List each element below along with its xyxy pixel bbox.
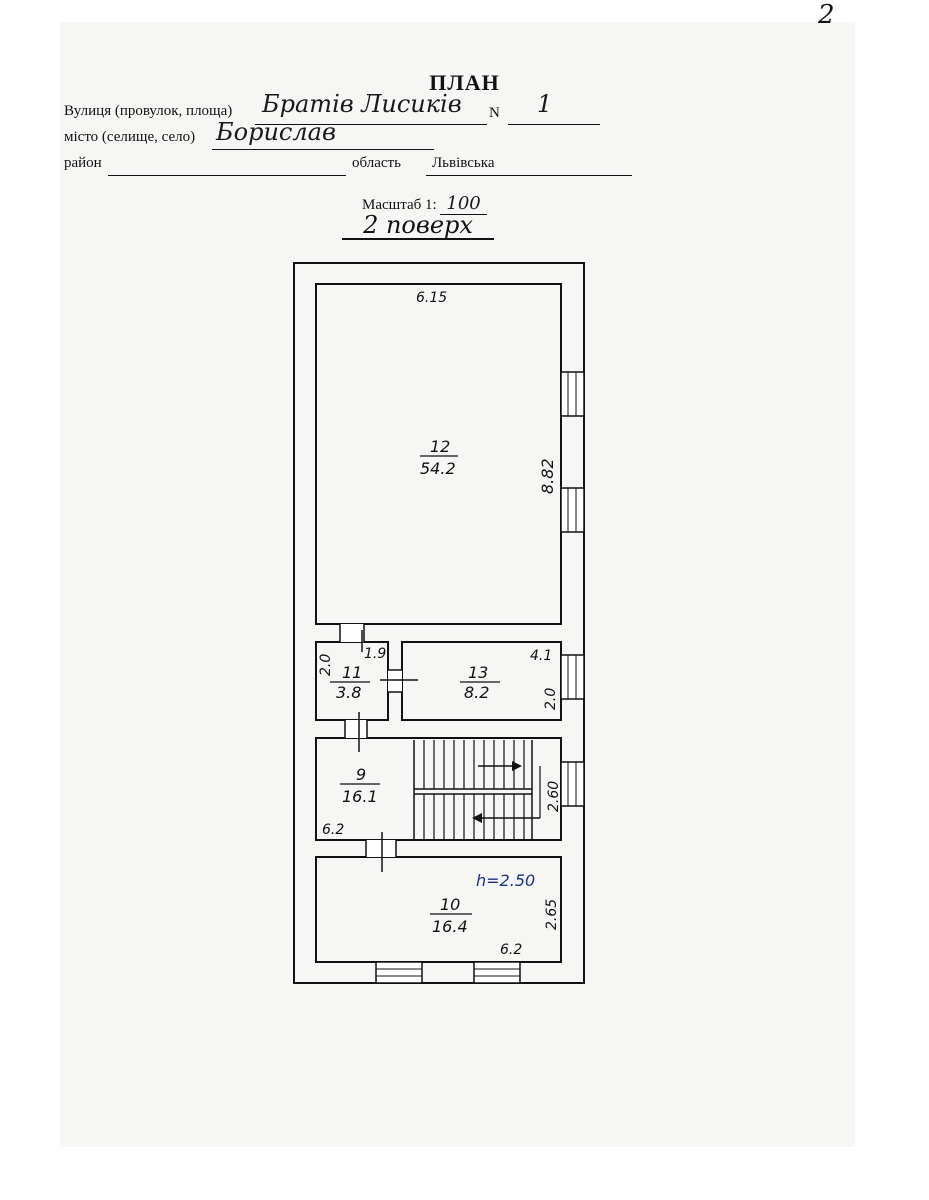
room-13-number: 13 (468, 663, 488, 682)
window-right-2 (560, 487, 585, 533)
staircase (413, 740, 541, 840)
document-page (60, 22, 855, 1147)
dim-r10-height: 2.65 (544, 899, 560, 930)
dim-r13-height: 2.0 (543, 688, 559, 710)
dim-r9-height: 2.60 (546, 781, 562, 812)
dim-r12-width: 6.15 (416, 290, 447, 306)
door-11-13 (380, 669, 418, 693)
plan-title: ПЛАН (429, 70, 500, 95)
street-label: Вулиця (провулок, площа) (64, 103, 233, 119)
door-12-11 (339, 624, 365, 652)
window-right-3 (560, 654, 585, 700)
street-value: Братів Лисиків (262, 90, 462, 118)
district-fill-line (108, 155, 346, 176)
room-10-label: 10 16.4 (430, 895, 472, 936)
ceiling-height: h=2.50 (476, 871, 535, 890)
street-fill-line (255, 104, 487, 125)
page-number: 2 (818, 0, 835, 30)
room-12-label: 12 54.2 (420, 437, 458, 478)
room-13-area: 8.2 (464, 683, 489, 702)
room-12-outline (315, 283, 562, 625)
region-label: область (352, 155, 401, 171)
dim-r11-width: 1.9 (364, 646, 386, 662)
room-10-number: 10 (440, 895, 460, 914)
room-11-number: 11 (342, 663, 362, 682)
door-9-10 (365, 832, 397, 872)
number-value: 1 (537, 90, 553, 118)
room-9-area: 16.1 (342, 787, 378, 806)
room-11-area: 3.8 (336, 683, 361, 702)
dim-r9-width: 6.2 (322, 822, 344, 838)
region-fill-line (426, 155, 632, 176)
scale-line: Масштаб 1: 100 (362, 193, 487, 215)
floor-label: 2 поверх (342, 212, 494, 241)
region-value: Львівська (432, 155, 495, 171)
window-bottom-1 (375, 961, 423, 984)
room-13-label: 13 8.2 (460, 663, 500, 702)
dim-r10-width: 6.2 (500, 942, 522, 958)
dim-r12-length: 8.82 (538, 458, 557, 494)
room-10-area: 16.4 (432, 917, 468, 936)
room-12-area: 54.2 (420, 459, 456, 478)
scale-label: Масштаб 1: (362, 197, 437, 213)
window-right-1 (560, 371, 585, 417)
scale-value: 100 (440, 193, 487, 215)
dim-r13-width: 4.1 (530, 648, 552, 664)
dim-r11-height: 2.0 (318, 654, 334, 676)
window-bottom-2 (473, 961, 521, 984)
city-fill-line (212, 129, 434, 150)
room-11-label: 11 3.8 (330, 663, 370, 702)
room-10-outline (315, 856, 562, 963)
room-12-number: 12 (430, 437, 450, 456)
outer-wall (293, 262, 585, 984)
door-11-9 (344, 712, 368, 752)
room-9-label: 9 16.1 (340, 765, 380, 806)
number-fill-line (508, 104, 600, 125)
number-label: N (489, 105, 500, 121)
city-value: Борислав (216, 118, 336, 146)
room-9-number: 9 (356, 765, 366, 784)
window-right-4 (560, 761, 585, 807)
district-label: район (64, 155, 102, 171)
city-label: місто (селище, село) (64, 129, 196, 145)
